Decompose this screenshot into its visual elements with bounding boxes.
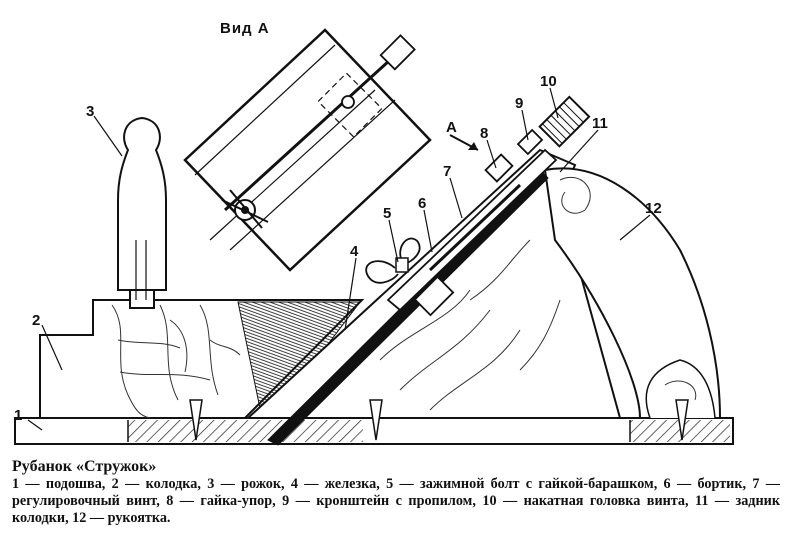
part-number-9: 9 — [515, 95, 523, 112]
view-a-inset — [183, 28, 432, 272]
part-number-1: 1 — [14, 407, 22, 424]
part-number-4: 4 — [350, 243, 359, 260]
part-numbers: 1 2 3 4 5 6 7 8 9 10 11 12 — [14, 73, 662, 424]
part-number-11: 11 — [592, 115, 608, 132]
adjusting-screw — [386, 95, 591, 312]
view-label: Вид А — [220, 20, 270, 37]
caption-title: Рубанок «Стружок» — [12, 458, 157, 475]
clamp-bolt — [365, 237, 455, 317]
plane-diagram: А Вид А 1 2 3 4 5 6 7 8 9 10 11 12 — [14, 20, 734, 446]
sole-screws — [189, 399, 689, 441]
part-number-6: 6 — [418, 195, 426, 212]
part-number-5: 5 — [383, 205, 391, 222]
part-number-2: 2 — [32, 312, 40, 329]
part-number-3: 3 — [86, 103, 94, 120]
front-horn — [117, 116, 167, 309]
part-number-12: 12 — [645, 200, 662, 217]
leader-lines — [27, 87, 651, 431]
handle — [543, 167, 722, 419]
part-number-7: 7 — [443, 163, 451, 180]
plane-body — [39, 299, 365, 419]
part-number-8: 8 — [480, 125, 488, 142]
view-direction-arrow: А — [446, 119, 479, 151]
part-number-10: 10 — [540, 73, 557, 90]
figure-caption: Рубанок «Стружок» 1 — подошва, 2 — колод… — [12, 458, 780, 527]
caption-legend: 1 — подошва, 2 — колодка, 3 — рожок, 4 —… — [12, 476, 780, 526]
direction-label: А — [446, 119, 457, 136]
